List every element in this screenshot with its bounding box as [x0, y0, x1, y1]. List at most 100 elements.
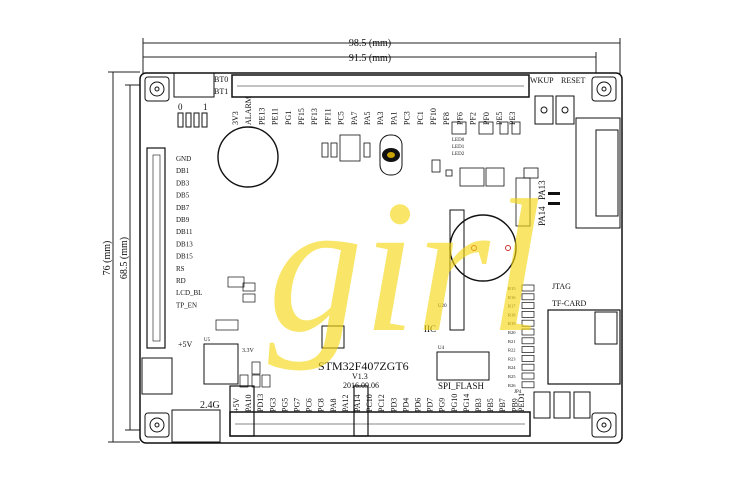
top-pin-label: PA3	[376, 112, 385, 126]
height-outer-label: 76 (mm)	[102, 241, 113, 276]
resistor-label: R18	[508, 312, 516, 317]
lcd-pin-label: RS	[176, 265, 185, 273]
bottom-pin-label: PC6	[305, 398, 314, 412]
wkup-label: WKUP	[530, 76, 554, 85]
rf-module	[171, 409, 221, 443]
top-pin-label: PF10	[429, 108, 438, 125]
buttons	[534, 95, 575, 125]
top-pin-label: PE5	[495, 112, 504, 125]
bottom-header-highlight-2	[353, 385, 369, 437]
top-pin-label: PE3	[508, 112, 517, 125]
resistor-label: R17	[508, 304, 516, 309]
resistor-label: R26	[508, 383, 516, 388]
top-pin-label: ALARM	[244, 96, 253, 125]
top-pin-label: PG1	[284, 111, 293, 125]
top-pin-label: PF6	[455, 112, 464, 125]
resistor	[521, 293, 535, 301]
small-resistors-left	[215, 276, 271, 388]
voltage-regulator	[203, 343, 239, 385]
top-pin-label: PC3	[403, 111, 412, 125]
top-pin-label: PA7	[350, 112, 359, 126]
top-pin-label: PF13	[310, 108, 319, 125]
resistor	[521, 363, 535, 371]
resistor	[521, 381, 535, 389]
width-outer-label: 98.5 (mm)	[349, 38, 391, 49]
height-inner-label: 68.5 (mm)	[119, 237, 130, 279]
bottom-pin-label: PG3	[268, 398, 277, 412]
led0-label: LED0	[452, 138, 465, 143]
power-jack	[141, 357, 173, 395]
lcd-pin-label: DB3	[176, 179, 190, 187]
led1-label: LED1	[452, 145, 465, 150]
bottom-pin-label: PC12	[377, 394, 386, 412]
bottom-pin-label: PG5	[280, 398, 289, 412]
spi-flash-label: SPI_FLASH	[438, 381, 485, 391]
bottom-pin-label: PC8	[317, 398, 326, 412]
resistor	[521, 302, 535, 309]
bottom-pin-label: PA8	[329, 399, 338, 413]
bottom-pin-label: PD7	[426, 398, 435, 412]
resistor-label: R23	[508, 356, 516, 361]
u5-label: U5	[204, 338, 211, 343]
reset-label: RESET	[561, 76, 586, 85]
top-pin-label: 3V3	[231, 111, 240, 125]
top-pin-label: PE13	[257, 108, 266, 125]
version-label: V1.3	[352, 372, 368, 381]
lcd-pin-label: RD	[176, 277, 186, 285]
small-components	[321, 121, 539, 227]
bottom-pin-label: PG14	[462, 394, 471, 412]
mcu-chip-outline	[321, 325, 345, 349]
bottom-pin-label: PB5	[486, 398, 495, 412]
u20-chip	[449, 209, 465, 331]
resistor-label: R20	[508, 330, 516, 335]
jp4-label: JP4	[514, 390, 522, 395]
lcd-pin-label: DB11	[176, 228, 193, 236]
top-header	[231, 74, 530, 98]
jumper-1-label: 1	[203, 102, 208, 112]
bottom-right-switches	[533, 391, 591, 419]
crystal	[379, 134, 403, 176]
top-pin-label: PA1	[389, 112, 398, 126]
board-outline	[139, 72, 623, 444]
v33-label: 3.3V	[242, 348, 255, 354]
bottom-pin-label: PD13	[256, 394, 265, 412]
jumper-0-label: 0	[178, 102, 183, 112]
top-pin-label: PF2	[469, 112, 478, 125]
bottom-pin-label: PD3	[389, 398, 398, 412]
battery-holder	[217, 126, 279, 188]
bottom-pin-label: +5V	[232, 397, 241, 412]
resistor	[521, 346, 535, 353]
bt0-label: BT0	[214, 75, 228, 84]
tf-card-slot	[547, 309, 621, 385]
chip-label: STM32F407ZGT6	[318, 359, 409, 373]
resistor	[521, 372, 535, 380]
resistor-label: R19	[508, 321, 516, 326]
lcd-pin-label: DB13	[176, 240, 193, 248]
bottom-pin-label: PB3	[474, 398, 483, 412]
u20-label: U20	[438, 304, 447, 309]
bottom-pin-label: PD4	[401, 398, 410, 412]
bottom-pin-label: PA10	[244, 395, 253, 413]
lcd-pin-label: GND	[176, 155, 191, 163]
lcd-pin-label: DB7	[176, 204, 190, 212]
watermark-girl: girl	[268, 162, 543, 372]
plus5v-label: +5V	[178, 340, 193, 349]
bottom-header-highlight-1	[229, 385, 255, 437]
iic-label: IIC	[424, 324, 436, 334]
top-pin-label: PF15	[297, 108, 306, 125]
right-connector	[575, 117, 621, 229]
pa-jumpers	[548, 192, 560, 205]
bottom-pin-label: PD6	[414, 398, 423, 412]
bottom-pin-label: PB9	[510, 398, 519, 412]
width-inner-label: 91.5 (mm)	[349, 53, 391, 64]
top-pin-label: PF0	[482, 112, 491, 125]
lcd-pin-label: TP_EN	[176, 301, 197, 309]
bottom-pin-label: PG10	[450, 394, 459, 412]
top-pin-label: PF8	[442, 112, 451, 125]
resistor	[521, 337, 535, 345]
resistor-label: R21	[508, 339, 516, 344]
resistor-label: R25	[508, 374, 516, 379]
